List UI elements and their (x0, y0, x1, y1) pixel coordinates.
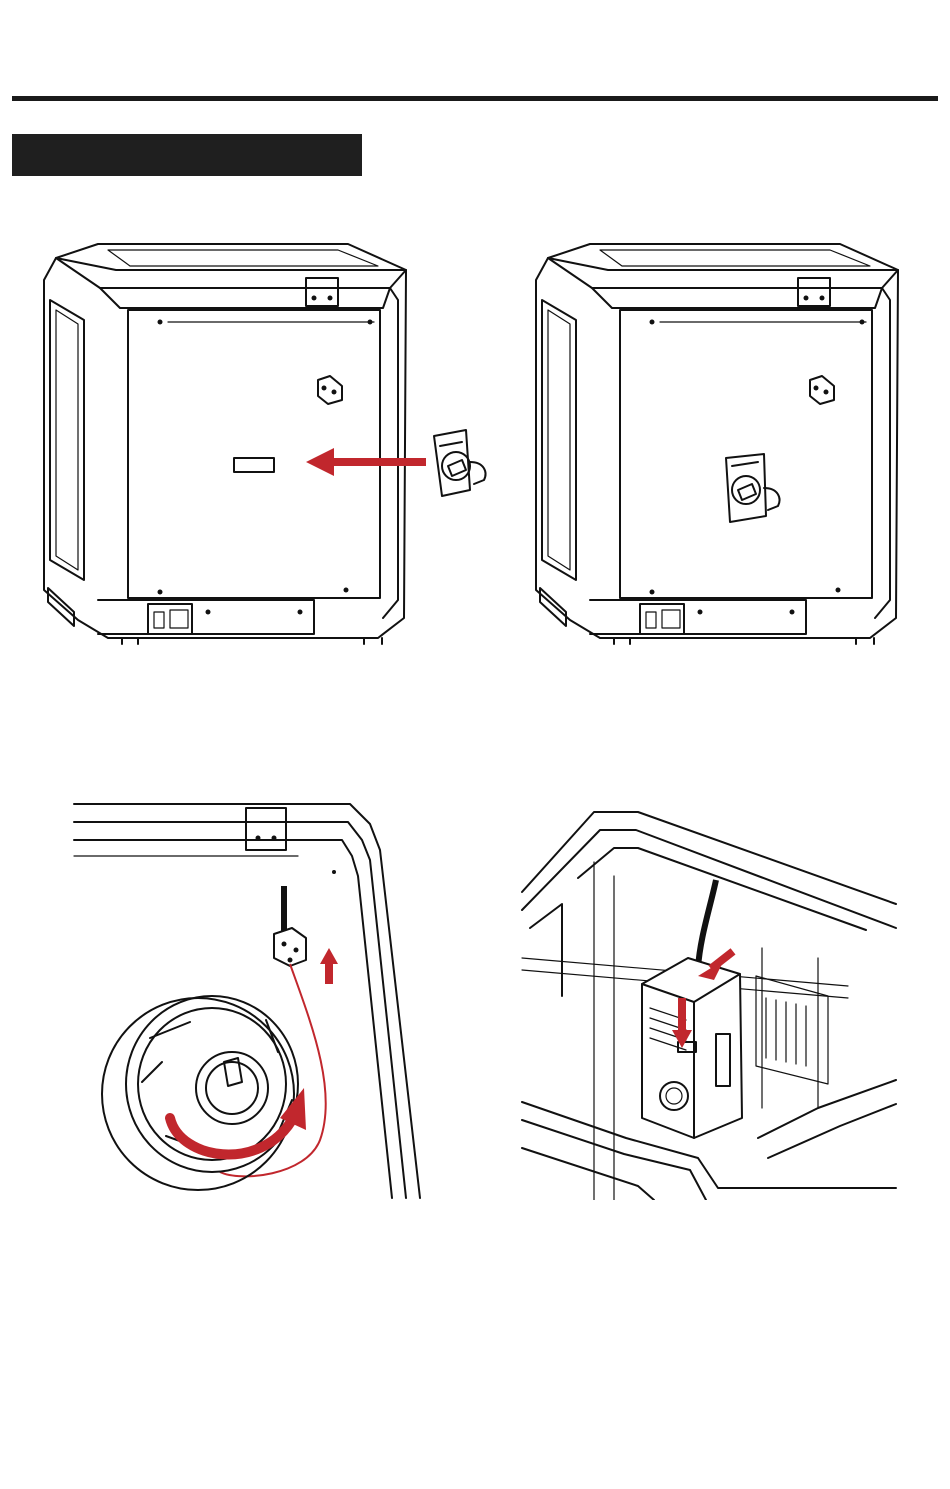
printer-rear-insert-icon (38, 240, 498, 650)
figure-printer-rear-insert (38, 240, 498, 650)
figure-extruder-insert (518, 808, 898, 1200)
printer-rear-installed-icon (530, 240, 910, 650)
section-title-bar (12, 134, 362, 176)
figure-spool-feeding (70, 800, 430, 1200)
spool-feeding-icon (70, 800, 430, 1200)
extruder-insert-icon (518, 808, 898, 1200)
header-rule (12, 96, 938, 101)
figure-printer-rear-installed (530, 240, 910, 650)
